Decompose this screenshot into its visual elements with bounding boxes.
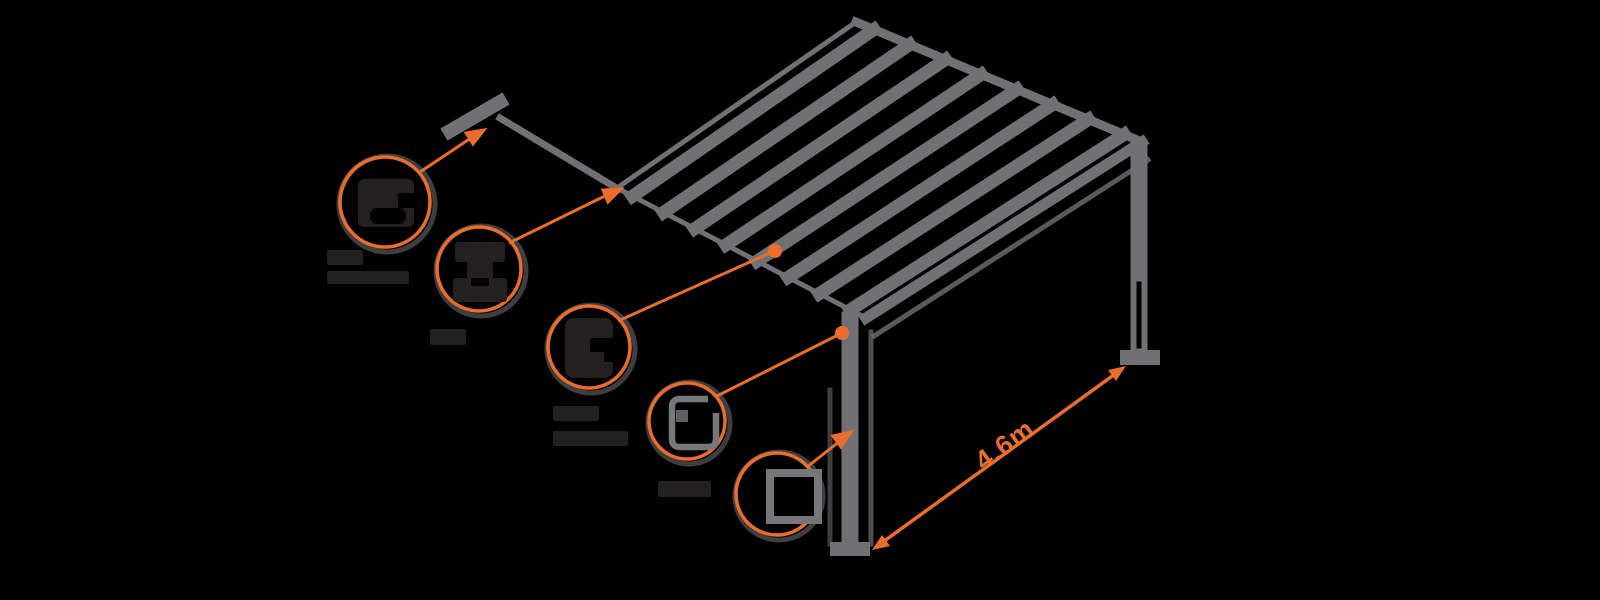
leader-dot-4 xyxy=(835,326,849,340)
louvre-slat xyxy=(810,110,1098,303)
post-section-profile-icon xyxy=(766,469,822,524)
leader-line-3 xyxy=(617,251,771,323)
louvre-slat xyxy=(716,65,991,254)
roof-beam-profile-icon xyxy=(358,179,416,227)
leader-arrow-5 xyxy=(830,429,855,450)
dimension-arrow-start xyxy=(872,535,890,550)
louvre-slat xyxy=(623,20,883,206)
louvre-slat xyxy=(685,50,955,238)
open-louvre-bar xyxy=(440,92,510,141)
callout-rings xyxy=(338,155,820,537)
louvre-slat xyxy=(748,80,1026,271)
roof-gutter-line xyxy=(870,156,1152,340)
louvre-slat xyxy=(779,95,1062,287)
label-2-line-1 xyxy=(430,329,466,345)
leader-arrow-2 xyxy=(600,187,625,205)
dimension-arrow-end xyxy=(1108,366,1126,381)
callout-circle-4 xyxy=(647,381,727,461)
dimension-line xyxy=(874,367,1124,549)
leader-arrow-1 xyxy=(463,127,488,147)
callout-circle-3 xyxy=(546,304,632,390)
callout-circle-1 xyxy=(338,155,432,249)
louvre-slat xyxy=(841,125,1134,319)
roof-edge-front-left xyxy=(613,184,870,322)
callout-labels xyxy=(327,250,711,497)
pergola-structure xyxy=(440,16,1160,556)
callout-leaders xyxy=(419,127,855,469)
louvre-slat xyxy=(654,35,919,222)
leader-line-4 xyxy=(714,333,839,399)
label-3-line-2 xyxy=(553,431,628,446)
label-4-line-1 xyxy=(658,481,711,497)
leader-line-2 xyxy=(508,190,614,245)
label-3-line-1 xyxy=(553,406,599,421)
callout-icons xyxy=(358,179,822,524)
rear-post xyxy=(1120,139,1160,365)
roof-edge-rear-left xyxy=(613,18,860,192)
side-rafter-beam xyxy=(495,113,623,194)
roof-louvres xyxy=(623,20,1134,319)
callout-circle-2 xyxy=(435,225,523,313)
callout-circles xyxy=(336,153,826,543)
rear-post-foot xyxy=(1120,350,1160,365)
roof-frame xyxy=(613,16,1152,340)
label-1-line-2 xyxy=(327,271,409,284)
front-post-foot xyxy=(830,542,870,556)
leader-line-1 xyxy=(419,132,478,174)
label-1-line-1 xyxy=(327,250,363,265)
leader-dot-3 xyxy=(768,244,782,258)
roof-fascia-beam xyxy=(858,134,1150,326)
louvre-blade-profile-icon xyxy=(565,318,615,378)
extended-arm xyxy=(440,92,623,194)
roof-edge-rear-right xyxy=(850,16,1148,148)
gutter-profile-icon xyxy=(453,242,507,302)
dimension: 4.6m xyxy=(872,366,1126,550)
dimension-label: 4.6m xyxy=(969,413,1040,476)
frame-channel-profile-icon xyxy=(668,395,720,451)
